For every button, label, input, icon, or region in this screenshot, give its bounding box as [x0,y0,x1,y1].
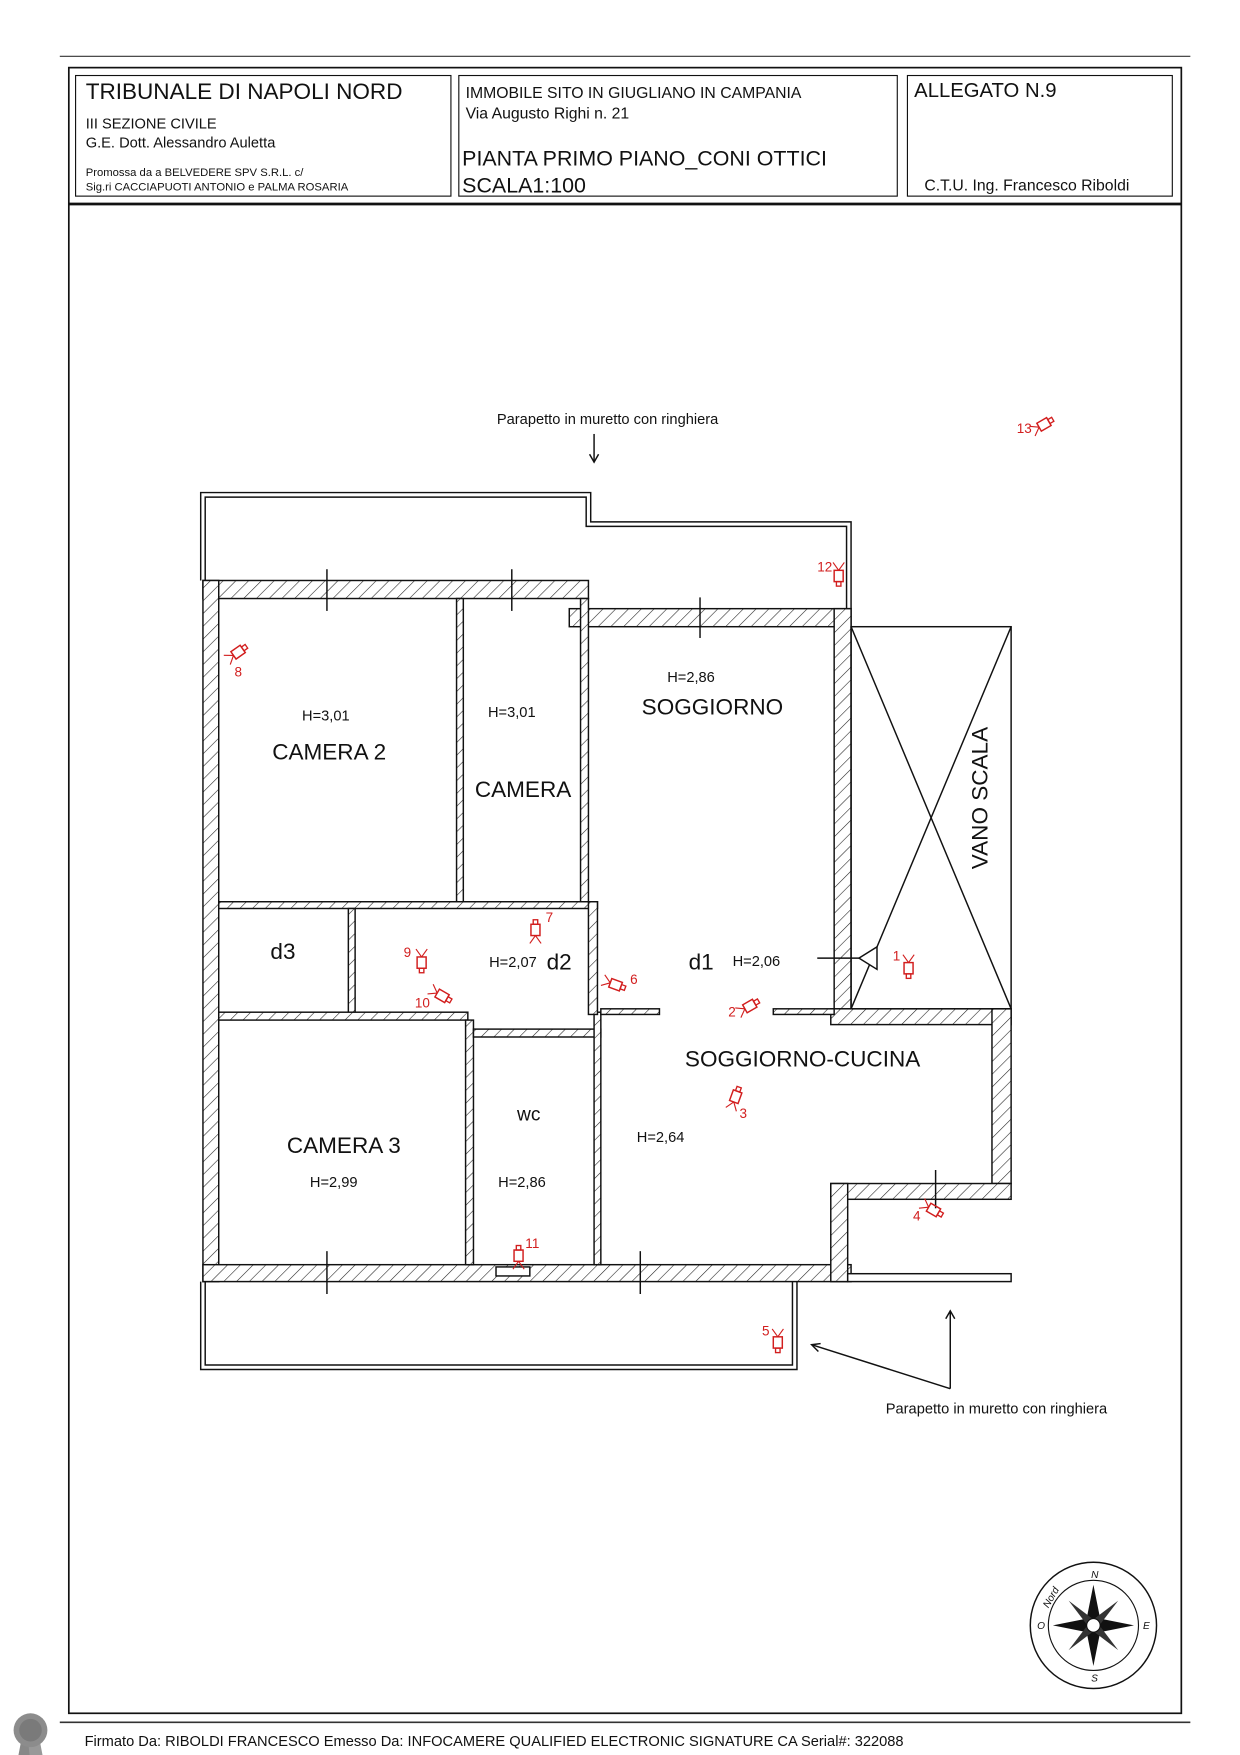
viewpoint-label: 11 [525,1236,539,1251]
viewpoint-label: 2 [728,1005,736,1020]
room-camera3: CAMERA 3 [287,1133,401,1158]
room-soggiorno-cucina: SOGGIORNO-CUCINA [685,1046,920,1071]
room-wc: wc [516,1104,541,1125]
note-top: Parapetto in muretto con ringhiera [497,412,719,428]
camera3-height: H=2,99 [310,1175,358,1191]
viewpoints: 1 2 3 4 5 6 7 8 9 10 11 12 13 [223,413,1057,1354]
camera-icon [771,1328,785,1354]
address: Via Augusto Righi n. 21 [466,105,630,122]
camera-icon [426,983,455,1007]
room-soggiorno: SOGGIORNO [642,695,783,720]
viewpoint-label: 1 [893,948,901,963]
camera-icon [600,974,628,995]
viewpoint-label: 13 [1017,421,1032,436]
viewpoint-label: 4 [913,1209,921,1224]
cucina-height: H=2,64 [637,1130,685,1146]
promoted-by: Promossa da a BELVEDERE SPV S.R.L. c/ [86,167,305,179]
room-vano-scala: VANO SCALA [967,727,992,869]
camera-icon [734,995,763,1019]
compass-rose-icon: Nord N E S O [1029,1561,1158,1690]
sheet-border [67,66,1183,1715]
viewpoint-label: 9 [404,945,412,960]
viewpoint-label: 3 [739,1106,747,1121]
compass-label: E [1143,1621,1150,1632]
section: III SEZIONE CIVILE [86,116,217,132]
scale: SCALA1:100 [462,174,586,198]
camera2-height: H=3,01 [302,708,350,724]
camera-icon [832,561,846,587]
camera-icon [529,919,542,945]
ctu: C.T.U. Ing. Francesco Riboldi [924,177,1129,194]
camera-icon [918,1197,946,1221]
room-camera2: CAMERA 2 [272,740,386,765]
title-block: TRIBUNALE DI NAPOLI NORD III SEZIONE CIV… [75,74,1173,198]
signature-seal-icon [13,1713,48,1755]
attachment-number: ALLEGATO N.9 [914,80,1056,102]
viewpoint-label: 7 [546,910,554,925]
parties: Sig.ri CACCIAPUOTI ANTONIO e PALMA ROSAR… [86,181,349,193]
room-d3: d3 [270,939,295,964]
property: IMMOBILE SITO IN GIUGLIANO IN CAMPANIA [466,85,802,102]
camera-height: H=3,01 [488,705,536,721]
wc-height: H=2,86 [498,1175,546,1191]
note-bottom: Parapetto in muretto con ringhiera [886,1401,1108,1417]
compass-label: O [1037,1621,1045,1632]
viewpoint-label: 8 [235,664,243,679]
room-camera: CAMERA [475,777,571,802]
room-d1: d1 [689,949,714,974]
room-labels: Parapetto in muretto con ringhiera Parap… [270,412,1108,1418]
viewpoint-label: 12 [817,559,832,574]
viewpoint-label: 6 [630,972,638,987]
camera-icon [223,640,251,666]
soggiorno-height: H=2,86 [667,670,715,686]
digital-signature: Firmato Da: RIBOLDI FRANCESCO Emesso Da:… [85,1734,904,1750]
judge: G.E. Dott. Alessandro Auletta [86,136,276,152]
camera-icon [415,948,428,974]
room-d2: d2 [547,949,572,974]
compass-label: N [1091,1570,1099,1581]
drawing-title: PIANTA PRIMO PIANO_CONI OTTICI [462,147,827,171]
compass-label: Nord [1041,1585,1062,1610]
viewpoint-label: 5 [762,1324,770,1339]
floor-plan [199,433,1012,1390]
camera-icon [902,953,915,980]
d2-height: H=2,07 [489,955,537,971]
court-name: TRIBUNALE DI NAPOLI NORD [86,79,403,104]
compass-label: S [1091,1674,1098,1685]
d1-height: H=2,06 [733,954,781,970]
camera-icon [1028,413,1057,437]
viewpoint-label: 10 [415,996,430,1011]
